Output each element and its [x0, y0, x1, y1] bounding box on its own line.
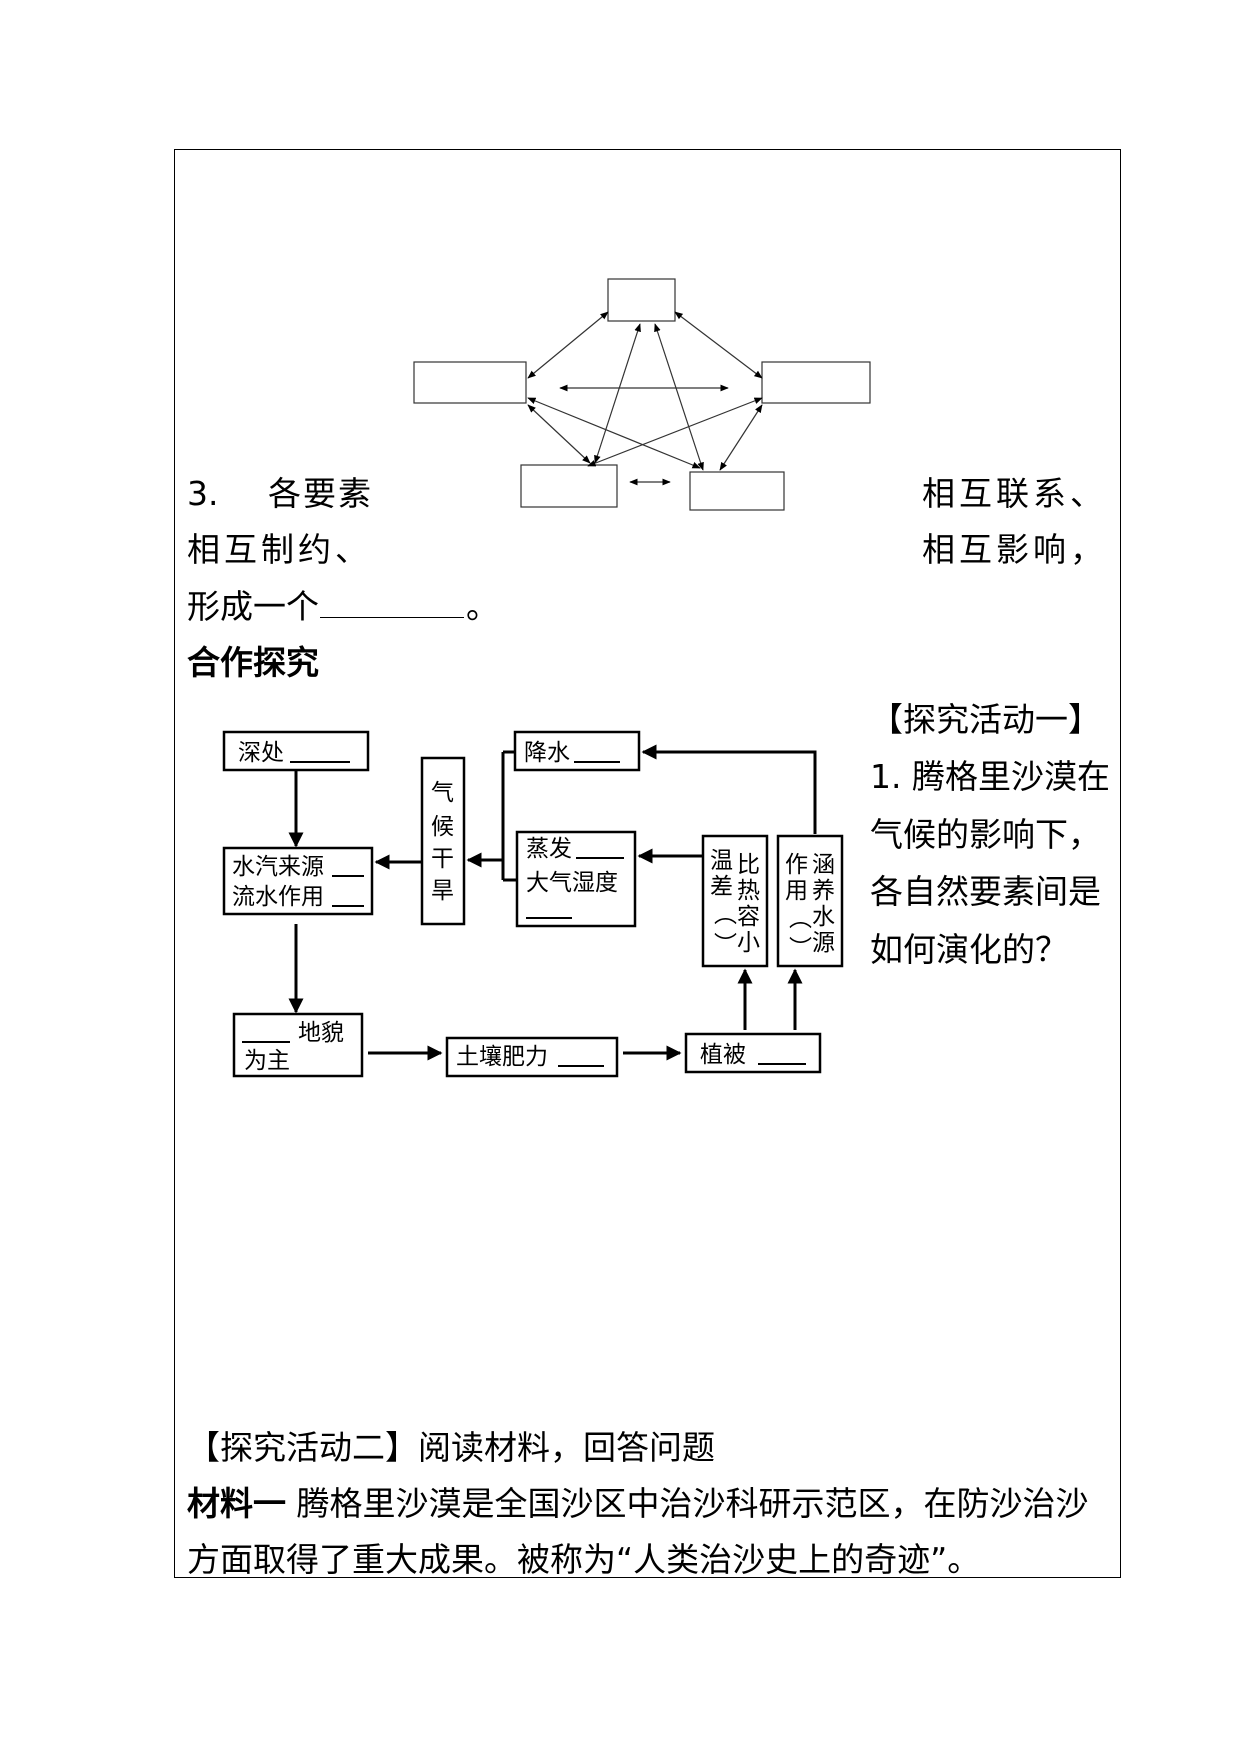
- label-qihou-char: 干: [431, 846, 454, 872]
- box-dimao: [232, 1012, 364, 1078]
- label-hanyang-char: 养: [812, 878, 835, 904]
- box-wencha: [701, 834, 769, 968]
- box-shenchu: [222, 730, 370, 772]
- section3-part2: 相互联系、: [922, 474, 1107, 513]
- section3-part1: 各要素: [268, 474, 373, 513]
- activity2-title: 【探究活动二】阅读材料，回答问题: [187, 1428, 715, 1467]
- label-daqi: 大气湿度: [526, 870, 618, 896]
- link-right-bottomleft: [587, 397, 763, 467]
- box-jiangshui: [513, 730, 641, 772]
- label-weizhu: 为主: [244, 1048, 290, 1074]
- label-dimao: 地貌: [298, 1020, 344, 1046]
- section3-line2a: 相互制约、: [187, 530, 372, 569]
- paren-open: ︵: [714, 902, 737, 928]
- box-turang: [445, 1036, 619, 1078]
- material-label: 材料一: [187, 1484, 286, 1523]
- element-box-left[interactable]: [413, 361, 527, 404]
- label-wencha-char: 容: [737, 904, 760, 930]
- label-hanyang-char: 涵: [812, 852, 835, 878]
- label-liushui: 流水作用: [232, 884, 324, 910]
- label-hanyang-char: 作: [785, 852, 808, 878]
- label-turang: 土壤肥力: [456, 1044, 548, 1070]
- activity2-material-line1: 材料一 腾格里沙漠是全国沙区中治沙科研示范区，在防沙治沙: [187, 1484, 1089, 1524]
- element-box-bottom-left[interactable]: [520, 464, 618, 508]
- label-jiangshui: 降水: [524, 740, 570, 766]
- activity1-question-line: 如何演化的？: [870, 930, 1068, 969]
- label-qihou-char: 气: [431, 780, 454, 806]
- activity1-title: 【探究活动一】: [870, 700, 1101, 739]
- material-text-1: 腾格里沙漠是全国沙区中治沙科研示范区，在防沙治沙: [296, 1484, 1089, 1523]
- paren-open: ︵: [789, 906, 812, 932]
- label-shenchu: 深处: [238, 740, 284, 766]
- label-wencha-char: 差: [710, 874, 733, 900]
- section3-line3: 形成一个: [187, 587, 319, 626]
- box-qihou: [420, 756, 466, 926]
- activity2-material-line2: 方面取得了重大成果。被称为“人类治沙史上的奇迹”。: [187, 1540, 981, 1579]
- box-zhibei: [684, 1032, 822, 1074]
- label-zhibei: 植被: [700, 1042, 746, 1068]
- heading-cooperative-inquiry: 合作探究: [187, 643, 319, 682]
- arrow-hanyang-jiangshui: [641, 744, 817, 834]
- section3-line3-end: 。: [466, 587, 499, 626]
- box-zhengfa: [515, 830, 637, 928]
- activity1-question-line: 各自然要素间是: [870, 872, 1101, 911]
- content-frame: [174, 149, 1121, 1578]
- label-shuiqi: 水汽来源: [232, 854, 324, 880]
- paren-close: ︶: [789, 936, 812, 962]
- label-qihou-char: 旱: [431, 878, 454, 904]
- section3-line2b: 相互影响，: [922, 530, 1107, 569]
- label-wencha-char: 热: [737, 878, 760, 904]
- paren-close: ︶: [714, 932, 737, 958]
- section-number: 3.: [187, 474, 219, 513]
- label-zhengfa: 蒸发: [526, 836, 572, 862]
- activity1-question-line: 气候的影响下，: [870, 815, 1101, 854]
- label-wencha-char: 比: [737, 852, 760, 878]
- label-qihou-char: 候: [431, 814, 454, 840]
- box-hanyang: [776, 834, 844, 968]
- label-hanyang-char: 用: [785, 878, 808, 904]
- element-box-right[interactable]: [761, 361, 871, 404]
- label-hanyang-char: 水: [812, 904, 835, 930]
- link-top-right: [674, 311, 763, 379]
- link-top-left: [527, 311, 609, 379]
- activity1-question-line: 1. 腾格里沙漠在: [870, 757, 1110, 796]
- box-shuiqi: [222, 846, 374, 916]
- label-hanyang-char: 源: [812, 930, 835, 956]
- label-wencha-char: 小: [737, 930, 760, 956]
- element-box-bottom-right[interactable]: [689, 471, 785, 511]
- element-box-top[interactable]: [607, 278, 676, 322]
- answer-blank-system[interactable]: [320, 617, 464, 618]
- label-wencha-char: 温: [710, 848, 733, 874]
